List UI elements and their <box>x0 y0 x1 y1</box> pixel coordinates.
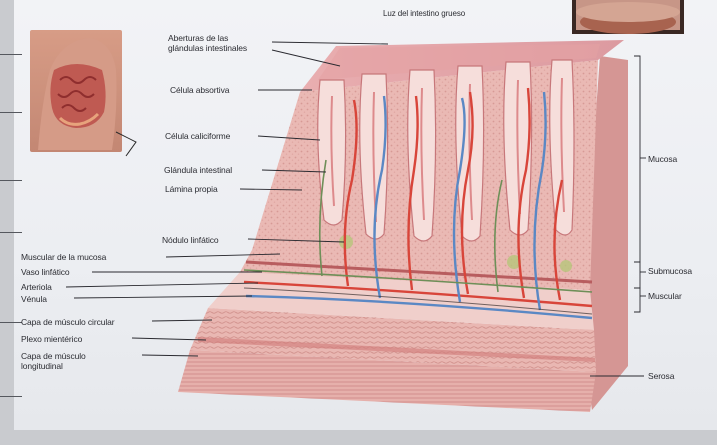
label-muscularis-mucosae: Muscular de la mucosa <box>21 252 106 262</box>
label-intestinal-gland: Glándula intestinal <box>164 165 232 175</box>
label-myenteric-plexus: Plexo mientérico <box>21 334 82 344</box>
label-serosa: Serosa <box>648 371 674 381</box>
label-mucosa: Mucosa <box>648 154 677 164</box>
label-venule: Vénula <box>21 294 47 304</box>
label-muscularis: Muscular <box>648 291 682 301</box>
label-lymphatic-nodule: Nódulo linfático <box>162 235 219 245</box>
lumen-caption: Luz del intestino grueso <box>383 9 465 19</box>
label-longitudinal-muscle: Capa de músculo longitudinal <box>21 351 86 371</box>
label-arteriole: Arteriola <box>21 282 52 292</box>
label-lymphatic-vessel: Vaso linfático <box>21 267 70 277</box>
label-goblet-cell: Célula caliciforme <box>165 131 230 141</box>
label-lamina-propria: Lámina propia <box>165 184 218 194</box>
label-gland-openings: Aberturas de las glándulas intestinales <box>168 33 247 53</box>
label-circular-muscle: Capa de músculo circular <box>21 317 115 327</box>
tissue-block <box>178 40 628 412</box>
lymphatic-nodule <box>560 260 572 272</box>
label-absorptive-cell: Célula absortiva <box>170 85 229 95</box>
torso-inset-illustration <box>30 30 136 156</box>
lumen-photo <box>572 0 684 34</box>
label-submucosa: Submucosa <box>648 266 692 276</box>
